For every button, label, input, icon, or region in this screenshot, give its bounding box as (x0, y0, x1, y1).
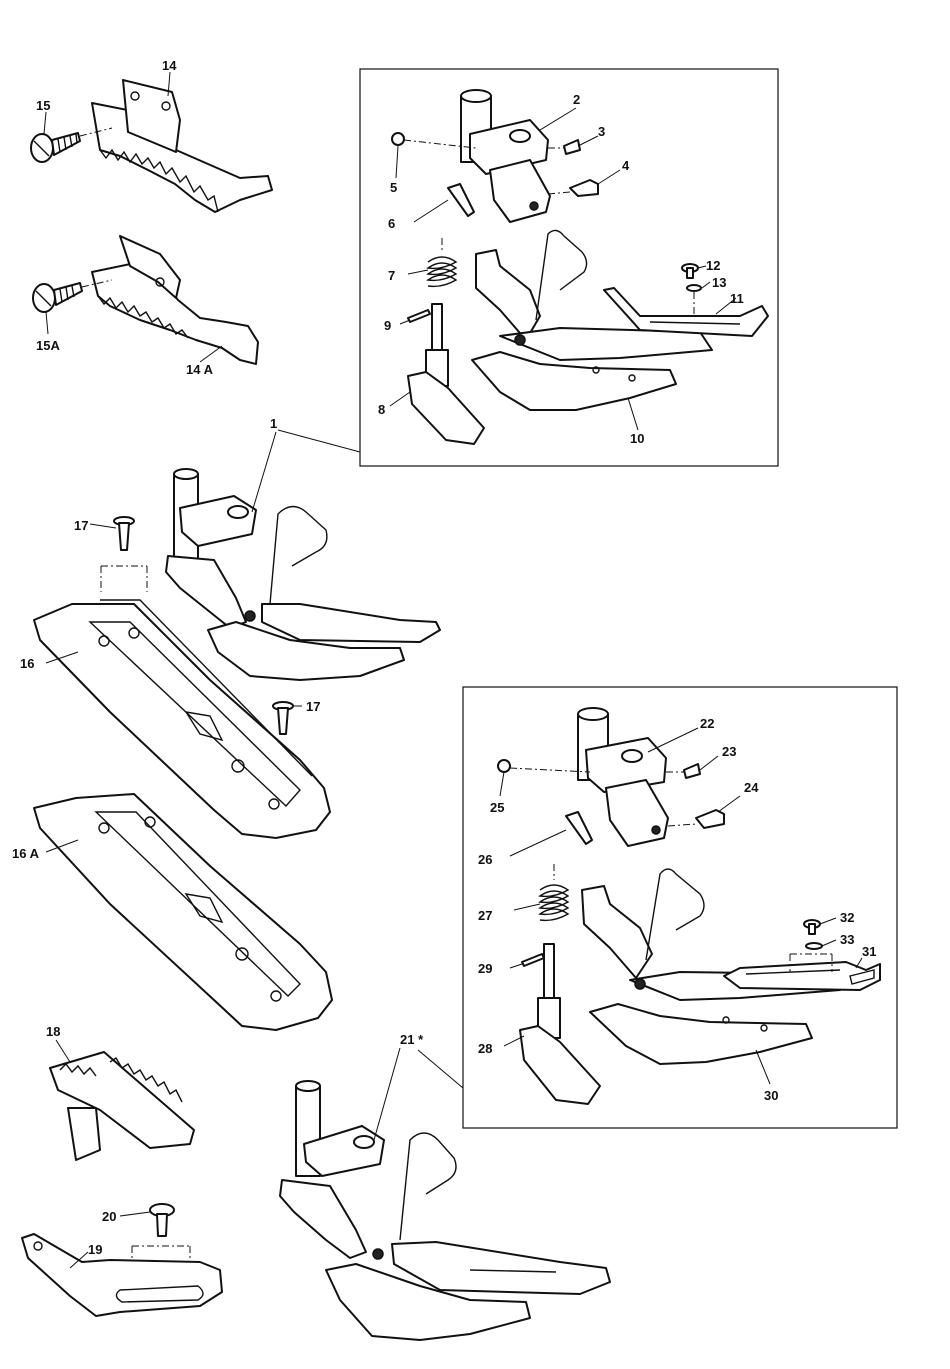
screw-6 (448, 184, 474, 216)
callout-3: 3 (598, 124, 605, 139)
presser-foot-shank-2 (461, 90, 550, 222)
leader-21-to-frame (418, 1050, 463, 1088)
callout-21: 21 * (400, 1032, 424, 1047)
feed-dog-14 (92, 80, 272, 212)
presser-foot-assembly-21 (280, 1081, 610, 1340)
spring-7 (428, 238, 456, 286)
callout-24: 24 (744, 780, 759, 795)
screw-17-top (101, 517, 147, 592)
callout-17-right: 17 (306, 699, 320, 714)
nut-25 (498, 760, 590, 772)
callout-14: 14 (162, 58, 177, 73)
callout-18: 18 (46, 1024, 60, 1039)
callout-32: 32 (840, 910, 854, 925)
callout-8: 8 (378, 402, 385, 417)
plunger-28 (520, 944, 600, 1104)
screw-17-right (273, 702, 293, 734)
callout-5: 5 (390, 180, 397, 195)
callout-16a: 16 A (12, 846, 40, 861)
callout-13: 13 (712, 275, 726, 290)
callout-33: 33 (840, 932, 854, 947)
callout-7: 7 (388, 268, 395, 283)
callout-31: 31 (862, 944, 876, 959)
pin-29 (522, 954, 544, 966)
presser-foot-shank-22 (578, 708, 668, 846)
pin-9 (408, 310, 430, 322)
screw-26 (566, 812, 592, 844)
screw-12 (682, 264, 698, 278)
callout-6: 6 (388, 216, 395, 231)
callout-2: 2 (573, 92, 580, 107)
callout-15a: 15A (36, 338, 60, 353)
callout-22: 22 (700, 716, 714, 731)
presser-foot-assembly-1 (166, 469, 440, 680)
feed-dog-14a (92, 236, 258, 364)
callout-25: 25 (490, 800, 504, 815)
callout-15: 15 (36, 98, 50, 113)
screw-3 (548, 140, 580, 154)
washer-13 (687, 285, 701, 316)
plunger-8 (408, 304, 484, 444)
callout-4: 4 (622, 158, 630, 173)
leader-1-to-frame (278, 430, 360, 452)
callout-1: 1 (270, 416, 277, 431)
screw-32 (804, 920, 820, 934)
callout-19: 19 (88, 1242, 102, 1257)
callout-10: 10 (630, 431, 644, 446)
callout-12: 12 (706, 258, 720, 273)
feed-dog-18 (50, 1052, 194, 1160)
callout-11: 11 (730, 291, 744, 306)
callout-20: 20 (102, 1209, 116, 1224)
slide-plate-19 (22, 1234, 222, 1316)
screw-4 (548, 180, 598, 196)
callout-23: 23 (722, 744, 736, 759)
screw-23 (666, 764, 700, 778)
callout-27: 27 (478, 908, 492, 923)
callout-30: 30 (764, 1088, 778, 1103)
callout-26: 26 (478, 852, 492, 867)
spring-27 (540, 864, 568, 920)
callout-28: 28 (478, 1041, 492, 1056)
callout-14a: 14 A (186, 362, 214, 377)
screw-24 (668, 810, 724, 828)
callout-17-top: 17 (74, 518, 88, 533)
callout-16: 16 (20, 656, 34, 671)
callout-29: 29 (478, 961, 492, 976)
callout-9: 9 (384, 318, 391, 333)
